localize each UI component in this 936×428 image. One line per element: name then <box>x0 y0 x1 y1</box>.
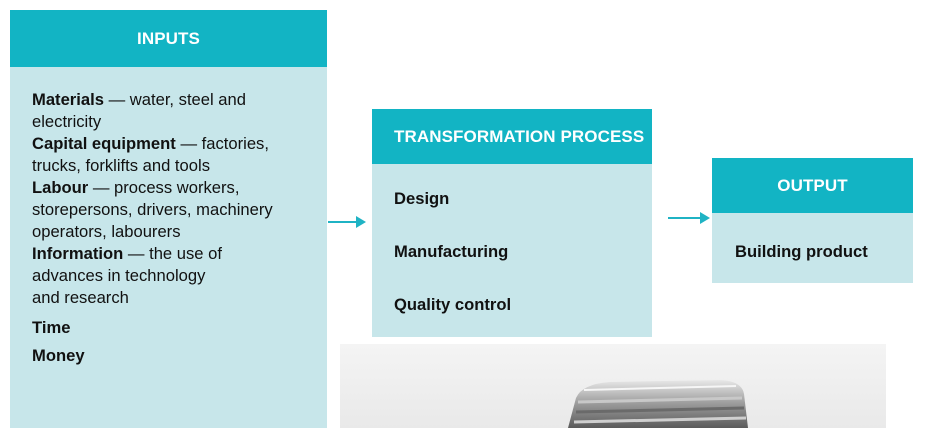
information-text: — the use of <box>123 244 222 263</box>
materials-text-cont: electricity <box>32 112 102 131</box>
arrow-inputs-to-process <box>328 216 366 228</box>
input-labour: Labour — process workers, <box>32 177 327 199</box>
inputs-box: INPUTS Materials — water, steel and elec… <box>10 10 327 428</box>
labour-text-cont-2: operators, labourers <box>32 222 181 241</box>
building-product-photo <box>340 344 886 428</box>
arrow-process-to-output <box>668 212 710 224</box>
information-text-cont-2: and research <box>32 288 129 307</box>
capital-text-cont: trucks, forklifts and tools <box>32 156 210 175</box>
inputs-list: Materials — water, steel and electricity… <box>10 67 327 368</box>
inputs-header: INPUTS <box>10 10 327 67</box>
materials-text: — water, steel and <box>103 90 246 109</box>
labour-text-cont-1: storepersons, drivers, machinery <box>32 200 273 219</box>
output-header: OUTPUT <box>712 158 913 213</box>
input-capital: Capital equipment — factories, <box>32 133 327 155</box>
labour-label: Labour <box>32 178 89 197</box>
input-time: Time <box>32 318 71 337</box>
information-text-cont-1: advances in technology <box>32 266 206 285</box>
output-item-building-product: Building product <box>735 242 868 261</box>
labour-text: — process workers, <box>88 178 240 197</box>
process-item-quality-control: Quality control <box>394 295 512 314</box>
capital-label: Capital equipment <box>32 134 176 153</box>
input-money: Money <box>32 346 85 365</box>
process-item-manufacturing: Manufacturing <box>394 242 509 261</box>
materials-label: Materials <box>32 90 104 109</box>
input-information: Information — the use of <box>32 243 327 265</box>
information-label: Information <box>32 244 124 263</box>
capital-text: — factories, <box>175 134 269 153</box>
output-box: OUTPUT Building product <box>712 158 913 283</box>
transformation-header: TRANSFORMATION PROCESS <box>372 109 652 164</box>
transformation-box: TRANSFORMATION PROCESS Design Manufactur… <box>372 109 652 337</box>
process-item-design: Design <box>394 189 450 208</box>
input-materials: Materials — water, steel and <box>32 89 327 111</box>
